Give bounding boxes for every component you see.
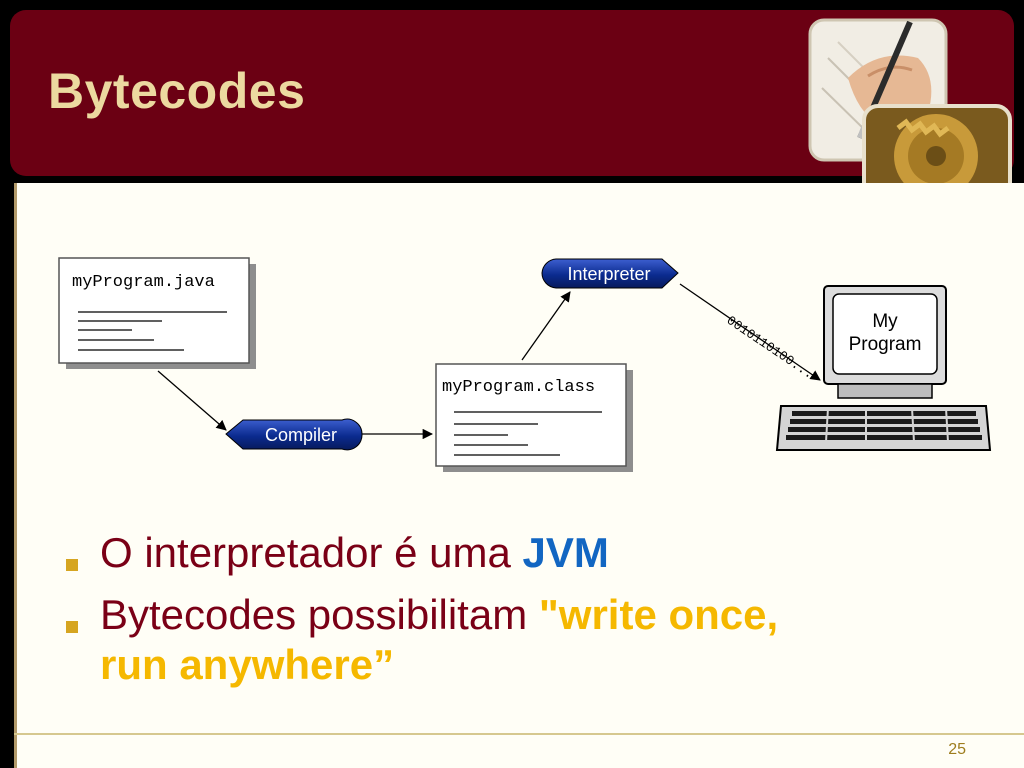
- computer-icon: My Program: [775, 285, 992, 451]
- quote-highlight-line1: "write once,: [538, 591, 779, 638]
- bullet-list: O interpretador é uma JVM Bytecodes poss…: [62, 528, 992, 702]
- source-file-name: myProgram.java: [72, 273, 215, 292]
- interpreter-pill: Interpreter: [541, 258, 679, 289]
- bullet-text: Bytecodes possibilitam: [100, 591, 539, 638]
- bullet-text: O interpretador é uma: [100, 529, 523, 576]
- arrow-interpreter-to-computer: [679, 283, 821, 381]
- footer-rule: [14, 733, 1024, 735]
- arrow-source-to-compiler: [157, 370, 227, 431]
- class-file-box: myProgram.class: [435, 363, 633, 472]
- compiler-pill: Compiler: [225, 418, 363, 451]
- arrow-class-to-interpreter: [521, 291, 571, 361]
- monitor-text-line2: Program: [849, 334, 922, 355]
- class-file-name: myProgram.class: [442, 378, 595, 397]
- compiler-label: Compiler: [265, 425, 337, 445]
- bullet-item-write-once: Bytecodes possibilitam "write once, run a…: [62, 590, 992, 690]
- jvm-highlight: JVM: [522, 529, 609, 576]
- slide-title: Bytecodes: [48, 63, 306, 119]
- page-number: 25: [948, 741, 966, 758]
- bullet-item-jvm: O interpretador é uma JVM: [62, 528, 992, 578]
- monitor-text-line1: My: [872, 311, 898, 332]
- interpreter-label: Interpreter: [567, 264, 650, 284]
- quote-highlight-line2: run anywhere”: [100, 641, 395, 688]
- source-file-box: myProgram.java: [58, 257, 256, 369]
- bytecode-bits: 0010110100...: [724, 313, 816, 382]
